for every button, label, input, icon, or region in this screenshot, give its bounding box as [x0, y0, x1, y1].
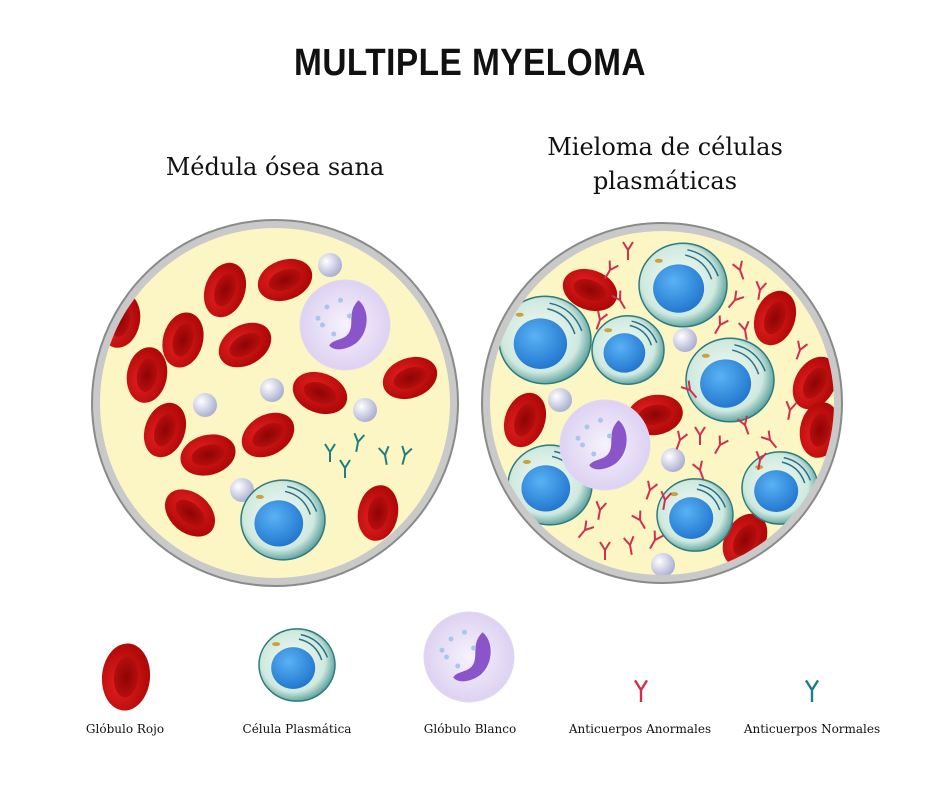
red-blood-cell [162, 312, 204, 368]
legend-label-red-blood-cell: Glóbulo Rojo [85, 722, 165, 736]
red-blood-cell [126, 347, 168, 403]
abnormal-antibody [680, 380, 698, 399]
red-blood-cell [241, 412, 295, 458]
abnormal-antibody [694, 426, 706, 445]
small-white-sphere [673, 328, 697, 352]
abnormal-antibody [736, 415, 750, 435]
nucleus [754, 470, 799, 512]
myeloma-heading-line2: plasmáticas [592, 167, 738, 195]
legend-label-white-blood-cell: Glóbulo Blanco [423, 722, 517, 736]
red-blood-cell [792, 356, 834, 410]
abnormal-antibody [675, 430, 689, 450]
abnormal-antibody [631, 510, 646, 530]
plasma-cell [741, 451, 819, 525]
myeloma-heading: Mieloma de células plasmáticas [500, 130, 830, 198]
nucleus [589, 420, 627, 470]
red-blood-cell [164, 489, 216, 537]
abnormal-antibody [622, 241, 634, 260]
abnormal-antibody [577, 520, 595, 539]
small-white-sphere [260, 378, 284, 402]
red-blood-cell [218, 322, 272, 368]
legend-label-abnormal-antibodies: Anticuerpos Anormales [568, 722, 712, 736]
white-blood-cell [423, 611, 515, 703]
abnormal-antibody [611, 290, 626, 310]
plasma-cell [591, 315, 665, 385]
plasma-cell [638, 242, 728, 328]
abnormal-antibody [760, 430, 778, 449]
red-blood-cell [292, 371, 348, 415]
small-white-sphere [193, 393, 217, 417]
nucleus [453, 632, 491, 682]
white-blood-cell [299, 279, 391, 371]
small-white-sphere [661, 448, 685, 472]
normal-antibody [377, 445, 390, 466]
abnormal-antibody [645, 480, 659, 500]
red-blood-cell [101, 643, 151, 711]
plasma-cell [685, 337, 775, 423]
abnormal-antibody [714, 435, 729, 455]
plasma-cell [258, 628, 336, 702]
nucleus [653, 264, 705, 313]
abnormal-antibody [727, 290, 745, 309]
normal-antibody [339, 459, 351, 478]
small-white-sphere [651, 553, 675, 575]
red-blood-cell [357, 485, 399, 541]
white-blood-cell [559, 399, 651, 491]
abnormal-antibody [737, 320, 750, 341]
abnormal-antibody [660, 490, 673, 511]
nucleus [513, 318, 568, 369]
legend-label-normal-antibodies: Anticuerpos Normales [743, 722, 881, 736]
normal-antibody [324, 443, 336, 462]
small-white-sphere [230, 478, 254, 502]
abnormal-antibody [595, 310, 609, 330]
nucleus [700, 359, 752, 408]
abnormal-antibody [731, 260, 745, 280]
plasma-cell [240, 479, 326, 561]
nucleus [603, 333, 646, 373]
small-white-sphere [318, 253, 342, 277]
red-blood-cell [203, 262, 247, 318]
abnormal-antibody [604, 260, 619, 280]
legend-label-plasma-cell: Célula Plasmática [242, 722, 352, 736]
red-blood-cell [143, 402, 187, 458]
myeloma-heading-line1: Mieloma de células [547, 133, 783, 161]
normal-antibody-icon [804, 679, 820, 703]
red-blood-cell [257, 258, 313, 302]
nucleus [254, 500, 304, 547]
healthy-heading: Médula ósea sana [165, 153, 385, 181]
red-blood-cell [503, 392, 547, 448]
small-white-sphere [548, 388, 572, 412]
normal-antibody [401, 445, 413, 465]
red-blood-cell [753, 290, 797, 346]
abnormal-antibody [691, 460, 705, 480]
abnormal-antibody [755, 280, 768, 301]
nucleus [521, 465, 571, 512]
normal-antibody [353, 432, 366, 453]
red-blood-cell [382, 356, 438, 400]
red-blood-cell [180, 434, 236, 476]
small-white-sphere [353, 398, 377, 422]
abnormal-antibody [795, 340, 809, 360]
abnormal-antibody [622, 535, 635, 556]
nucleus [329, 300, 367, 350]
abnormal-antibody [649, 530, 664, 550]
plasma-cell [498, 295, 592, 385]
red-blood-cell [562, 268, 618, 312]
page-title: MULTIPLE MYELOMA [294, 42, 646, 84]
abnormal-antibody [755, 450, 768, 471]
abnormal-antibody [714, 315, 729, 335]
abnormal-antibody-icon [633, 679, 649, 703]
abnormal-antibody [785, 400, 798, 421]
abnormal-antibody [599, 541, 611, 560]
abnormal-antibody [595, 500, 608, 521]
nucleus [271, 647, 316, 689]
nucleus [669, 497, 714, 539]
plasma-cell [656, 478, 734, 552]
